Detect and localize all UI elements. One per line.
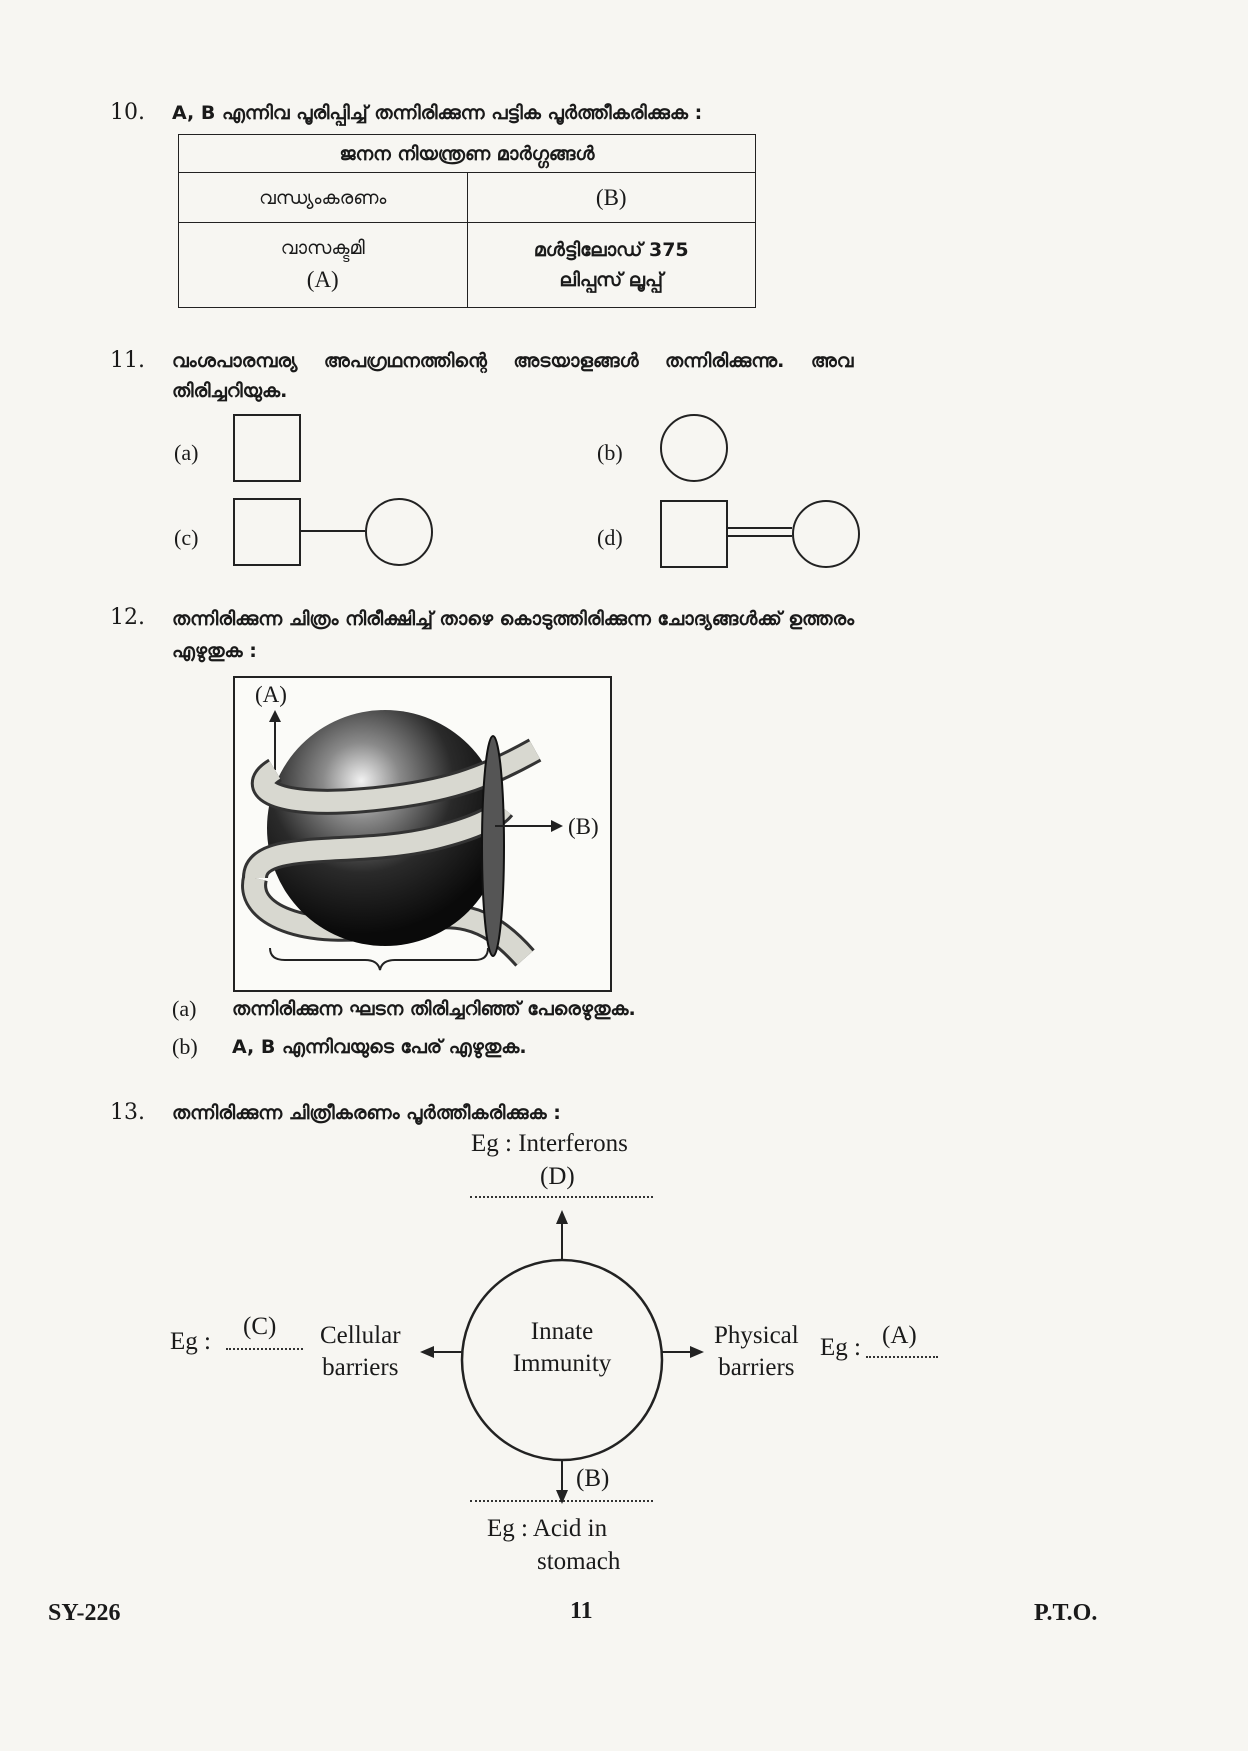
please-turn-over: P.T.O. bbox=[1034, 1600, 1098, 1626]
male-square-symbol bbox=[233, 414, 301, 482]
bottom-example: stomach bbox=[537, 1548, 621, 1575]
table-cell: മൾട്ടിലോഡ് 375 ലിപ്പസ് ലൂപ്പ് bbox=[466, 222, 756, 308]
center-line: Innate bbox=[530, 1318, 594, 1345]
option-label: (b) bbox=[597, 440, 623, 465]
label-line: Physical bbox=[714, 1322, 799, 1349]
blank-c: (C) bbox=[243, 1313, 277, 1340]
center-line: Immunity bbox=[512, 1350, 612, 1377]
cell-line: മൾട്ടിലോഡ് 375 bbox=[533, 239, 689, 261]
figure-label-b: (B) bbox=[568, 814, 599, 839]
sub-question-label: (b) bbox=[172, 1034, 198, 1059]
question-text: എഴുതുക : bbox=[172, 640, 257, 662]
left-label: Cellular barriers bbox=[320, 1320, 401, 1384]
sub-question-text: തന്നിരിക്കുന്ന ഘടന തിരിച്ചറിഞ്ഞ് പേരെഴുത… bbox=[232, 998, 636, 1020]
birth-control-table: ജനന നിയന്ത്രണ മാർഗ്ഗങ്ങൾ വന്ധ്യംകരണം (B)… bbox=[178, 134, 756, 308]
answer-line-b bbox=[470, 1500, 653, 1502]
cell-line: വാസക്ടമി bbox=[280, 237, 365, 259]
question-text: തന്നിരിക്കുന്ന ചിത്രം നിരീക്ഷിച്ച് താഴെ … bbox=[172, 608, 855, 630]
option-label: (d) bbox=[597, 525, 623, 550]
cell-line: ലിപ്പസ് ലൂപ്പ് bbox=[559, 269, 664, 291]
question-number: 13. bbox=[110, 1100, 145, 1125]
consanguineous-line-top bbox=[726, 527, 792, 529]
question-text: വംശപാരമ്പര്യ അപഗ്രഥനത്തിന്റെ അടയാളങ്ങൾ ത… bbox=[172, 350, 854, 372]
paper-code: SY-226 bbox=[48, 1600, 121, 1626]
sub-question-text: A, B എന്നിവയുടെ പേര് എഴുതുക. bbox=[232, 1036, 527, 1058]
question-number: 12. bbox=[110, 605, 145, 630]
question-number: 10. bbox=[110, 100, 145, 125]
answer-line-c bbox=[226, 1348, 303, 1350]
center-text: Innate Immunity bbox=[500, 1316, 624, 1380]
question-text: തന്നിരിക്കുന്ന ചിത്രീകരണം പൂർത്തീകരിക്കു… bbox=[172, 1102, 561, 1124]
left-eg: Eg : bbox=[170, 1328, 211, 1355]
blank-a: (A) bbox=[882, 1322, 917, 1349]
cell-line: (A) bbox=[306, 267, 339, 292]
label-line: Cellular bbox=[320, 1322, 401, 1349]
question-text: തിരിച്ചറിയുക. bbox=[172, 380, 288, 402]
blank-b: (B) bbox=[576, 1465, 610, 1492]
female-circle-symbol bbox=[660, 414, 728, 482]
consanguineous-line-bottom bbox=[726, 535, 792, 537]
male-square-symbol bbox=[660, 500, 728, 568]
page-number: 11 bbox=[570, 1598, 593, 1624]
option-label: (a) bbox=[174, 440, 199, 465]
bottom-example: Eg : Acid in bbox=[487, 1515, 608, 1542]
female-circle-symbol bbox=[365, 498, 433, 566]
female-circle-symbol bbox=[792, 500, 860, 568]
blank-d: (D) bbox=[540, 1163, 575, 1190]
male-square-symbol bbox=[233, 498, 301, 566]
answer-line-d bbox=[470, 1196, 653, 1198]
figure-label-a: (A) bbox=[255, 682, 287, 707]
nucleosome-illustration bbox=[241, 710, 563, 971]
top-example: Eg : Interferons bbox=[471, 1130, 628, 1157]
label-line: barriers bbox=[718, 1354, 795, 1381]
right-label: Physical barriers bbox=[714, 1320, 799, 1384]
mating-line bbox=[299, 530, 365, 532]
sub-question-label: (a) bbox=[172, 996, 197, 1021]
question-text: A, B എന്നിവ പൂരിപ്പിച്ച് തന്നിരിക്കുന്ന … bbox=[172, 102, 703, 124]
option-label: (c) bbox=[174, 525, 199, 550]
nucleosome-figure bbox=[233, 676, 612, 992]
answer-line-a bbox=[866, 1356, 938, 1358]
label-line: barriers bbox=[322, 1354, 399, 1381]
question-number: 11. bbox=[110, 348, 145, 373]
right-eg: Eg : bbox=[820, 1334, 861, 1361]
